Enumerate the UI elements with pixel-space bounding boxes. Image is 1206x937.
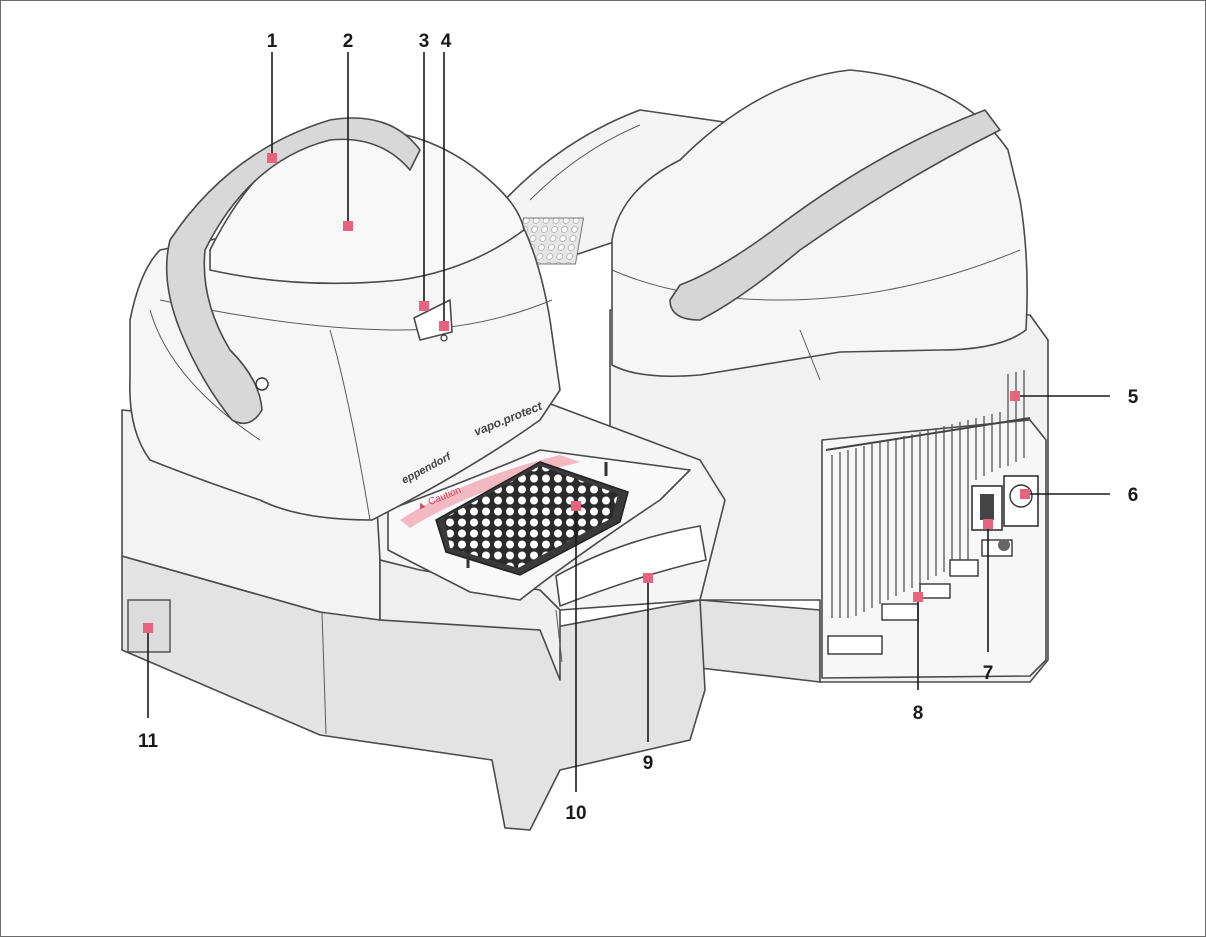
rear-panel xyxy=(821,419,1047,679)
callout-marker-9 xyxy=(643,573,653,583)
callout-label-7: 7 xyxy=(983,663,994,684)
rear-cycler-base xyxy=(699,599,821,683)
callout-label-11: 11 xyxy=(138,731,159,752)
callout-marker-4 xyxy=(439,321,449,331)
callout-numbers: 1 2 3 4 5 6 7 8 9 10 11 xyxy=(138,31,1139,824)
callout-marker-11 xyxy=(143,623,153,633)
front-panel xyxy=(555,525,707,607)
callout-marker-10 xyxy=(571,501,581,511)
callout-marker-3 xyxy=(419,301,429,311)
callout-label-8: 8 xyxy=(913,703,924,724)
callout-label-1: 1 xyxy=(267,31,278,52)
callout-lines xyxy=(147,52,1110,792)
callout-marker-1 xyxy=(267,153,277,163)
ventilation-grille xyxy=(825,370,1031,618)
callout-label-6: 6 xyxy=(1128,485,1139,506)
callout-label-4: 4 xyxy=(441,31,452,52)
rear-handle xyxy=(669,109,1001,321)
rear-cycler xyxy=(499,69,1049,683)
interface-ports xyxy=(827,539,1013,655)
callout-marker-5 xyxy=(1010,391,1020,401)
callout-label-5: 5 xyxy=(1128,387,1139,408)
power-socket xyxy=(1003,475,1039,527)
callout-markers xyxy=(143,153,1030,633)
callout-label-10: 10 xyxy=(565,803,586,824)
front-cycler: ▲ Caution eppendorf vapo.protect xyxy=(121,117,726,831)
callout-label-2: 2 xyxy=(343,31,354,52)
callout-marker-7 xyxy=(983,519,993,529)
callout-marker-6 xyxy=(1020,489,1030,499)
sample-plate xyxy=(435,461,629,576)
callout-label-3: 3 xyxy=(419,31,430,52)
callout-marker-2 xyxy=(343,221,353,231)
callout-label-9: 9 xyxy=(643,753,654,774)
callout-marker-8 xyxy=(913,592,923,602)
